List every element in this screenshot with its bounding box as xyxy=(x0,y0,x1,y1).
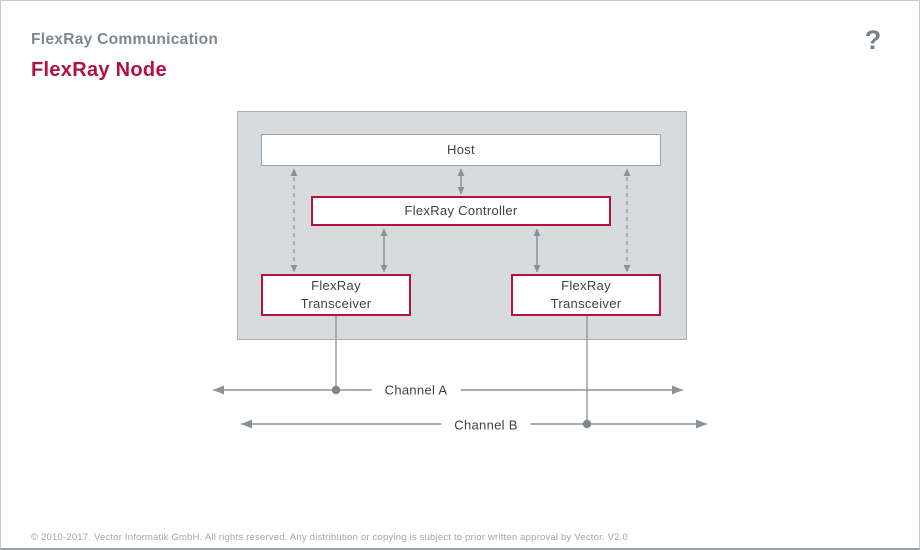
transceiver-b-label-line2: Transceiver xyxy=(550,296,622,311)
flexray-controller-block: FlexRay Controller xyxy=(311,196,611,226)
lesson-title: FlexRay Communication xyxy=(31,31,219,48)
transceiver-a-label-line1: FlexRay xyxy=(311,278,361,294)
transceiver-b-label-line1: FlexRay xyxy=(561,278,611,294)
host-block-label: Host xyxy=(447,142,475,158)
page-title: FlexRay Node xyxy=(31,59,167,81)
channel-a-label: Channel A xyxy=(371,381,461,399)
channel-b-label: Channel B xyxy=(441,416,531,434)
flexray-controller-label: FlexRay Controller xyxy=(404,203,518,219)
transceiver-a-label-line2: Transceiver xyxy=(300,296,372,311)
flexray-transceiver-a-block: FlexRay Transceiver xyxy=(261,274,411,316)
flexray-transceiver-b-block: FlexRay Transceiver xyxy=(511,274,661,316)
help-icon[interactable]: ? xyxy=(860,23,886,57)
copyright-notice: © 2010-2017. Vector Informatik GmbH. All… xyxy=(31,532,628,543)
host-block: Host xyxy=(261,134,661,166)
channel-b-connection-dot xyxy=(582,419,592,429)
channel-a-connection-dot xyxy=(331,385,341,395)
